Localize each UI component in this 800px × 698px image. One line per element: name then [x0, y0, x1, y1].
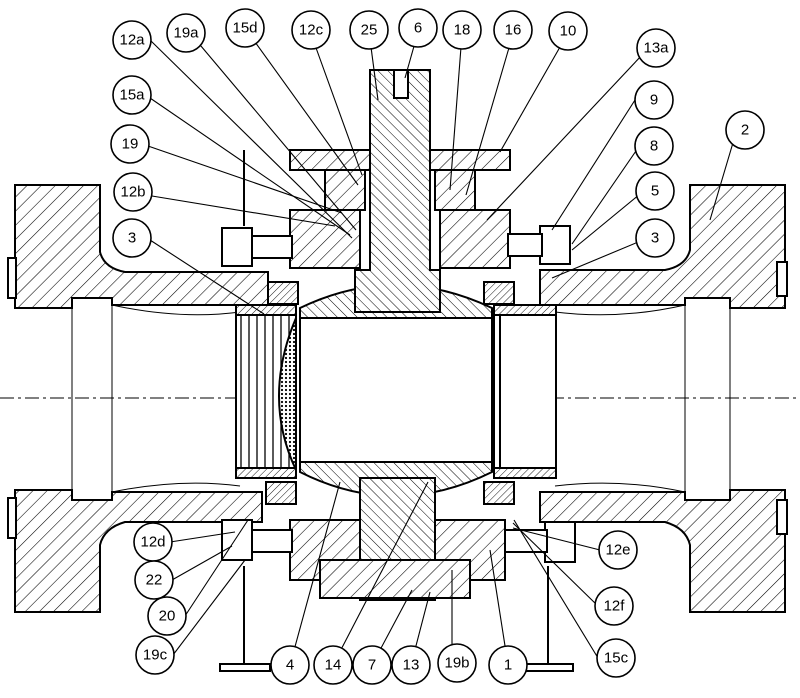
callout-19b-label: 19b	[444, 655, 469, 672]
callout-25-label: 25	[361, 22, 378, 39]
callout-14: 14	[313, 645, 353, 685]
callout-1-label: 1	[504, 657, 512, 674]
callout-12d-label: 12d	[140, 534, 165, 551]
left-seat-ring	[235, 304, 297, 479]
callout-13-label: 13	[403, 657, 420, 674]
callout-12f-label: 12f	[604, 598, 626, 615]
callout-12d: 12d	[133, 522, 173, 562]
callout-12f: 12f	[594, 586, 634, 626]
callout-15a-label: 15a	[119, 87, 145, 104]
callout-8: 8	[634, 126, 674, 166]
callout-6-label: 6	[414, 20, 422, 37]
callout-6: 6	[398, 8, 438, 48]
callout-15c: 15c	[596, 638, 636, 678]
callout-19b: 19b	[437, 643, 477, 683]
callout-12e: 12e	[598, 530, 638, 570]
callout-9-label: 9	[650, 92, 658, 109]
callout-7: 7	[352, 645, 392, 685]
callout-15c-label: 15c	[604, 650, 629, 667]
callout-12b-label: 12b	[120, 184, 145, 201]
callout-16-label: 16	[505, 22, 522, 39]
trunnion	[289, 477, 506, 601]
callout-7-label: 7	[368, 657, 376, 674]
callout-12b: 12b	[113, 172, 153, 212]
callout-20: 20	[147, 596, 187, 636]
callout-18: 18	[442, 10, 482, 50]
top-cover	[289, 149, 511, 269]
callout-13: 13	[391, 645, 431, 685]
callout-5: 5	[635, 171, 675, 211]
callout-14-label: 14	[325, 657, 342, 674]
seal-details	[265, 281, 515, 505]
callout-19a: 19a	[166, 13, 206, 53]
leader-lines	[147, 27, 736, 666]
callout-12a-label: 12a	[119, 32, 145, 49]
right-seat-ring	[493, 304, 557, 479]
callout-10-label: 10	[560, 23, 577, 40]
callout-12c-label: 12c	[299, 22, 324, 39]
callout-22: 22	[134, 560, 174, 600]
callout-19c-label: 19c	[143, 647, 168, 664]
callout-2: 2	[725, 110, 765, 150]
callout-19a-label: 19a	[173, 25, 199, 42]
callout-20-label: 20	[159, 608, 176, 625]
callout-3-left-label: 3	[128, 230, 136, 247]
callout-5-label: 5	[651, 183, 659, 200]
callout-18-label: 18	[454, 22, 471, 39]
callout-12e-label: 12e	[605, 542, 630, 559]
callout-15d: 15d	[225, 8, 265, 48]
callout-16: 16	[493, 10, 533, 50]
callout-9: 9	[634, 80, 674, 120]
callout-10: 10	[548, 11, 588, 51]
callout-15d-label: 15d	[232, 20, 257, 37]
callout-2-label: 2	[741, 122, 749, 139]
callout-4-label: 4	[286, 657, 294, 674]
callout-3-right-label: 3	[651, 230, 659, 247]
callout-22-label: 22	[146, 572, 163, 589]
left-body-flange	[7, 184, 269, 613]
callout-3-left: 3	[112, 218, 152, 258]
callout-19-label: 19	[122, 136, 139, 153]
callout-12c: 12c	[291, 10, 331, 50]
callout-25: 25	[349, 10, 389, 50]
callout-15a: 15a	[112, 75, 152, 115]
stem	[354, 69, 441, 313]
right-body-flange	[539, 184, 788, 613]
support-legs	[219, 150, 574, 672]
ball	[299, 284, 493, 497]
callout-12a: 12a	[112, 20, 152, 60]
callout-8-label: 8	[650, 138, 658, 155]
body-bolts	[221, 225, 576, 563]
callout-19: 19	[110, 124, 150, 164]
callout-3-right: 3	[635, 218, 675, 258]
callout-1: 1	[488, 645, 528, 685]
callout-19c: 19c	[135, 635, 175, 675]
callout-13a: 13a	[636, 28, 676, 68]
callout-13a-label: 13a	[643, 40, 669, 57]
callout-4: 4	[270, 645, 310, 685]
